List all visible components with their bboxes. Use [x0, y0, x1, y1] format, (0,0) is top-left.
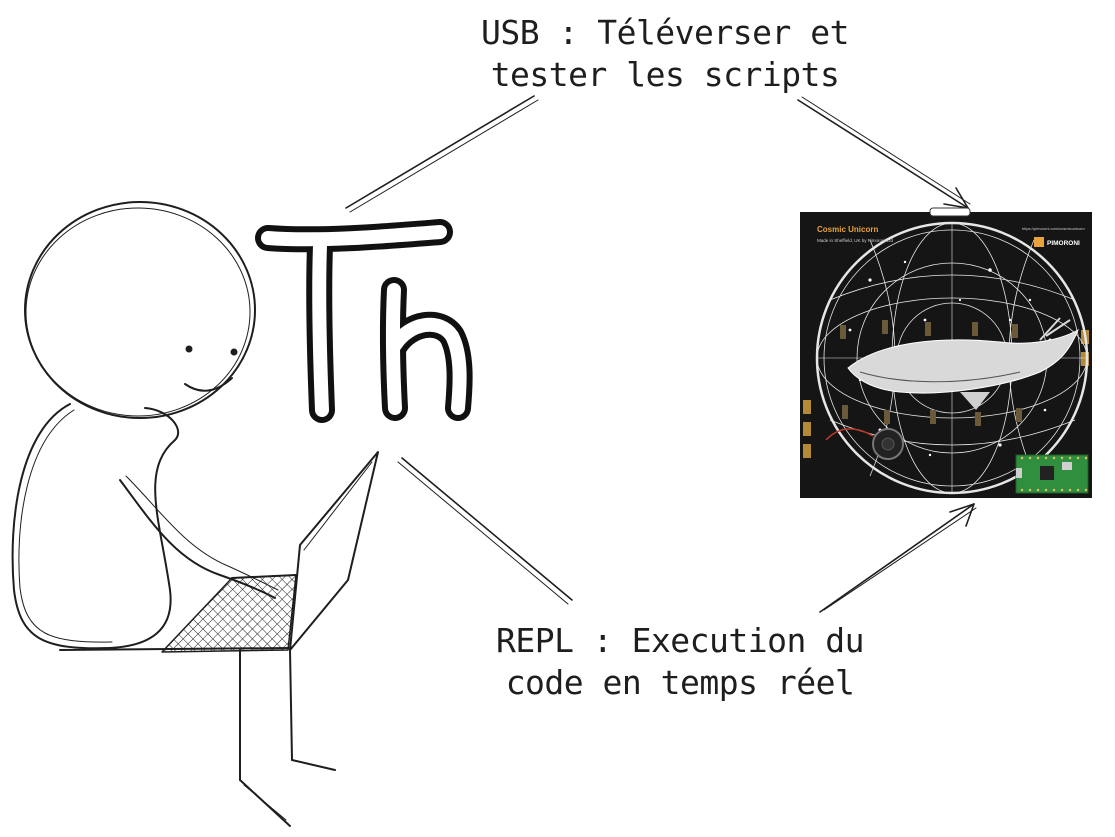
- usb-label-line2: tester les scripts: [490, 55, 840, 94]
- board-title: Cosmic Unicorn: [817, 225, 878, 234]
- repl-connector-line: [397, 457, 573, 605]
- laptop-screen: [289, 451, 379, 651]
- board-url: https://pimoroni.com/cosmicunicorn: [1022, 226, 1085, 231]
- person-head: [24, 201, 256, 419]
- thonny-logo: [255, 219, 473, 423]
- cosmic-unicorn-board: Cosmic Unicorn Made in Sheffield, UK by …: [800, 207, 1092, 498]
- pico-board: [1015, 454, 1089, 494]
- usb-label-line1: USB : Téléverser et: [481, 13, 850, 52]
- repl-label-line1: REPL : Execution du: [496, 621, 865, 660]
- person-body: [11, 403, 180, 650]
- board-subtitle: Made in Sheffield, UK by Pimoroni Ltd: [817, 238, 893, 243]
- usb-arrow-to-board: [797, 96, 971, 209]
- repl-arrow-to-board: [819, 503, 977, 613]
- usb-label: USB : Téléverser et tester les scripts: [470, 12, 860, 96]
- repl-label: REPL : Execution du code en temps réel: [470, 620, 890, 704]
- whale-illustration: [847, 317, 1079, 410]
- repl-label-line2: code en temps réel: [505, 663, 855, 702]
- board-brand: PIMORONI: [1047, 240, 1080, 247]
- person-with-laptop-figure: [11, 201, 379, 827]
- laptop-keyboard: [161, 574, 297, 653]
- usb-connector-line: [345, 95, 539, 213]
